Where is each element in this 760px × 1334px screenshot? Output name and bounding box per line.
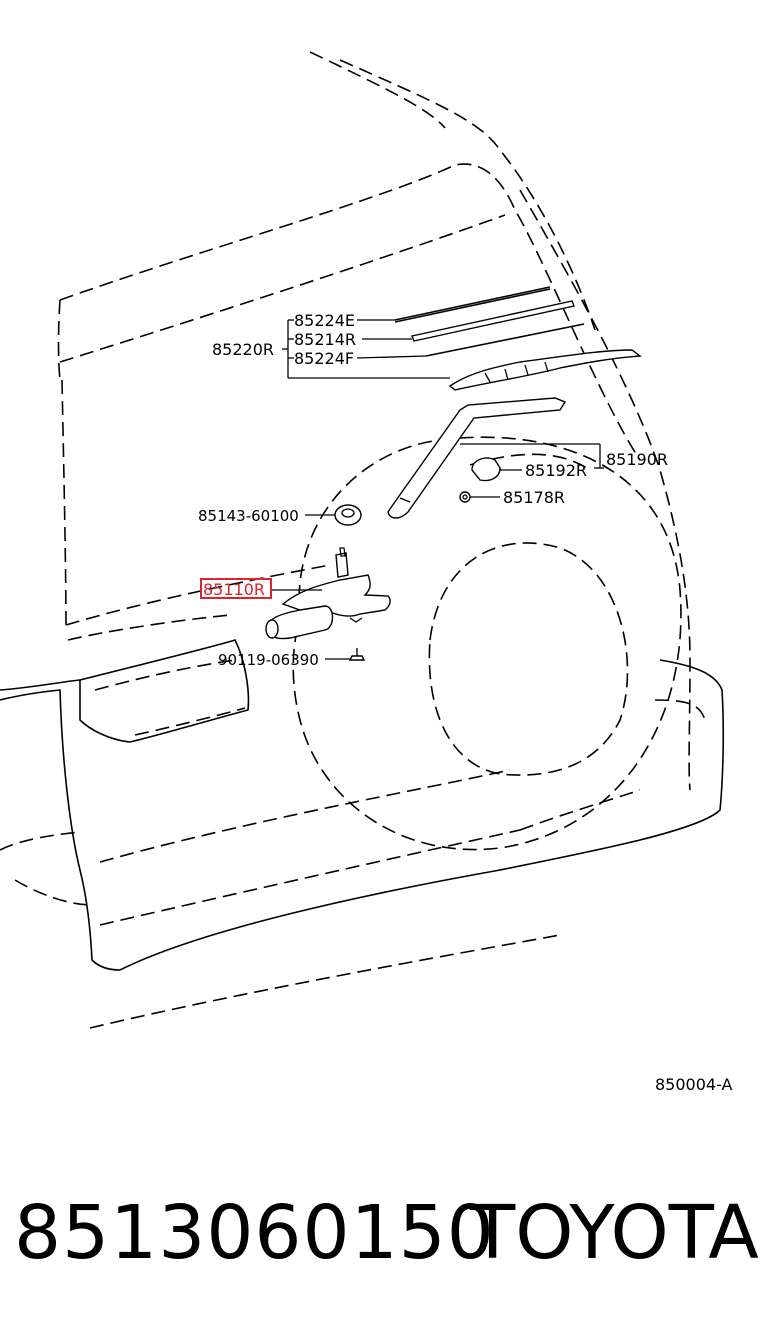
label-85178R[interactable]: 85178R bbox=[503, 488, 565, 507]
label-85190R[interactable]: 85190R bbox=[606, 450, 668, 469]
wiper-arm-part bbox=[387, 397, 567, 519]
grommet-part bbox=[334, 504, 362, 526]
vehicle-outline bbox=[0, 51, 725, 1029]
highlight-box bbox=[200, 578, 272, 599]
label-85224F[interactable]: 85224F bbox=[294, 349, 354, 368]
label-85192R[interactable]: 85192R bbox=[525, 461, 587, 480]
caption-part-number: 8513060150 bbox=[14, 1190, 495, 1276]
label-85220R[interactable]: 85220R bbox=[212, 340, 274, 359]
wiper-motor-part bbox=[265, 547, 391, 640]
label-85110R[interactable]: 85110R bbox=[203, 580, 265, 599]
diagram-reference-code: 850004-A bbox=[655, 1075, 733, 1094]
leader-lines bbox=[272, 319, 604, 660]
bolt-part bbox=[348, 648, 366, 661]
caption-brand: TOYOTA bbox=[470, 1190, 759, 1276]
label-85214R[interactable]: 85214R bbox=[294, 330, 356, 349]
parts-diagram: 85224E 85214R 85224F 85220R 85190R 85192… bbox=[0, 51, 733, 1094]
label-85143-60100[interactable]: 85143-60100 bbox=[198, 507, 299, 525]
caption: 8513060150 TOYOTA bbox=[0, 1188, 760, 1278]
label-90119-06390[interactable]: 90119-06390 bbox=[218, 651, 319, 669]
wiper-blade-parts bbox=[394, 286, 642, 391]
label-85224E[interactable]: 85224E bbox=[294, 311, 355, 330]
